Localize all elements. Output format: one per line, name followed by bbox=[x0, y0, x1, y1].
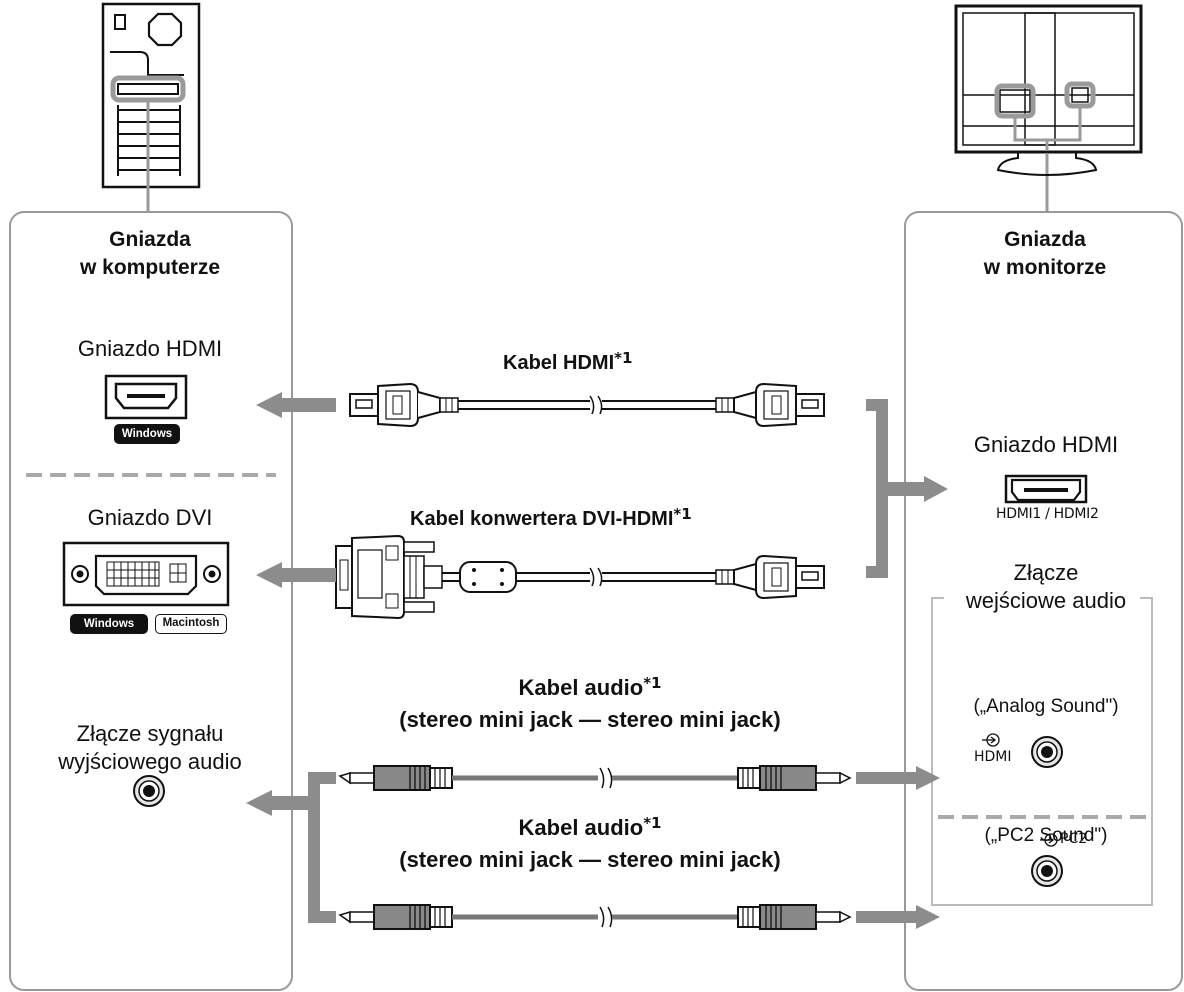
pc-audio-label-line1: Złącze sygnału bbox=[76, 721, 224, 746]
audio-cable-2-label-line1: Kabel audio*1 bbox=[380, 814, 800, 841]
pc2-port-caption: PC2 bbox=[1060, 831, 1088, 847]
monitor-pc2-audio-jack-icon bbox=[1031, 855, 1063, 887]
audio-input-group-title-line2: wejściowe audio bbox=[965, 588, 1127, 613]
monitor-hdmi-port-icon bbox=[1004, 474, 1088, 504]
pc-illustration bbox=[101, 2, 201, 212]
pc-hdmi-port-icon bbox=[104, 374, 188, 420]
audio-cable-2 bbox=[338, 904, 852, 930]
pc-audio-label-line2: wyjściowego audio bbox=[58, 749, 242, 774]
audio-cable-1 bbox=[338, 765, 852, 791]
footnote-mark: *1 bbox=[643, 674, 662, 692]
monitor-hdmi-label: Gniazdo HDMI bbox=[973, 432, 1119, 457]
left-panel-frame bbox=[9, 211, 293, 991]
monitor-analog-audio-jack-icon bbox=[1031, 736, 1063, 768]
right-panel-title-line1: Gniazda bbox=[1004, 228, 1086, 251]
analog-sound-label: („Analog Sound") bbox=[973, 696, 1119, 717]
dvi-hdmi-cable-label: Kabel konwertera DVI-HDMI*1 bbox=[410, 505, 692, 531]
pc-dvi-macintosh-badge: Macintosh bbox=[155, 614, 227, 634]
audio-input-group-title-line1: Złącze bbox=[1013, 560, 1079, 585]
analog-port-caption: HDMI bbox=[974, 749, 1012, 765]
hdmi-cable-label-text: Kabel HDMI bbox=[503, 352, 615, 374]
audio-cable-2-label-line2: (stereo mini jack — stereo mini jack) bbox=[399, 847, 781, 872]
footnote-mark: *1 bbox=[643, 814, 662, 832]
audio-cable-1-label-line1: Kabel audio*1 bbox=[380, 674, 800, 701]
pc-hdmi-windows-badge: Windows bbox=[114, 424, 180, 444]
pc-audio-jack-icon bbox=[133, 775, 165, 807]
left-panel-title-line2: w komputerze bbox=[79, 256, 221, 279]
footnote-mark: *1 bbox=[673, 505, 692, 523]
right-panel-title-line2: w monitorze bbox=[983, 256, 1107, 279]
audio-cable-1-label-line2: (stereo mini jack — stereo mini jack) bbox=[399, 707, 781, 732]
pc-dvi-label: Gniazdo DVI bbox=[87, 505, 213, 530]
monitor-hdmi-port-caption: HDMI1 / HDMI2 bbox=[996, 506, 1099, 522]
pc-hdmi-label: Gniazdo HDMI bbox=[77, 336, 223, 361]
audio-cable-1-label-text: Kabel audio bbox=[518, 675, 644, 700]
footnote-mark: *1 bbox=[614, 349, 633, 367]
dvi-hdmi-cable bbox=[335, 534, 825, 620]
audio-input-group-frame bbox=[931, 597, 1153, 906]
connection-arrows bbox=[246, 392, 948, 929]
right-panel-frame bbox=[904, 211, 1183, 991]
pc-dvi-windows-badge: Windows bbox=[70, 614, 148, 634]
dvi-hdmi-cable-label-text: Kabel konwertera DVI-HDMI bbox=[410, 508, 674, 530]
hdmi-cable-label: Kabel HDMI*1 bbox=[503, 349, 633, 375]
pc2-input-symbol-icon bbox=[1040, 833, 1058, 847]
pc2-sound-label: („PC2 Sound") bbox=[984, 825, 1108, 846]
monitor-illustration bbox=[954, 4, 1143, 212]
pc-dvi-port-icon bbox=[62, 541, 230, 607]
audio-cable-2-label-text: Kabel audio bbox=[518, 815, 644, 840]
hdmi-cable bbox=[349, 382, 825, 428]
left-panel-title-line1: Gniazda bbox=[109, 228, 191, 251]
audio-input-symbol-icon bbox=[982, 733, 1000, 747]
